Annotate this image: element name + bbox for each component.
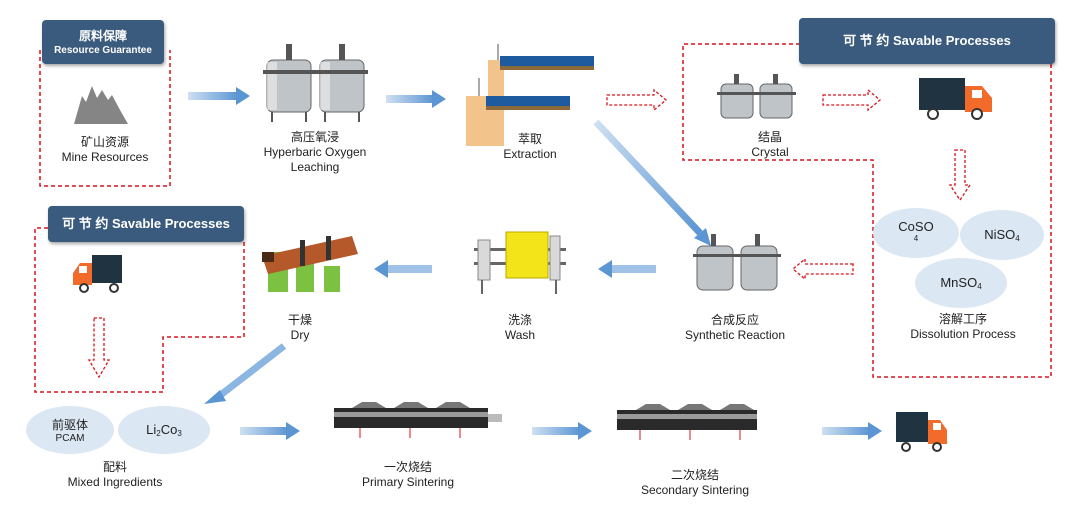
label-extraction: 萃取 Extraction [503,132,557,161]
flow-arrow-mixed-primary [240,422,300,440]
flow-arrow-synth-wash [598,260,656,278]
secondary-sintering-kiln-icon [617,404,757,440]
truck-icon-left [73,255,122,293]
truck-icon-bottom-right [896,412,947,452]
dashed-arrow-extract-crystal [606,88,668,112]
flow-arrow-dry-mixed [204,343,287,404]
leach-reactor-icon [263,44,368,122]
label-mine-resources: 矿山资源 Mine Resources [61,135,149,164]
label-wash: 洗涤 Wash [504,313,536,342]
flow-arrow-leach-extract [386,90,446,108]
dashed-arrow-truck-down-left [87,317,111,379]
label-secondary-sintering: 二次烧结 Secondary Sintering [640,468,750,497]
label-dissolution-process: 溶解工序 Dissolution Process [910,312,1016,341]
banner-raw-en: Resource Guarantee [54,45,152,56]
flow-arrow-secondary-truck [822,422,882,440]
ellipse-niso4: NiSO4 [960,210,1044,260]
label-mixed-ingredients: 配料 Mixed Ingredients [67,460,163,489]
flow-arrow-primary-secondary [532,422,592,440]
flow-arrow-extract-synth [593,119,711,246]
dashed-arrow-crystal-truck [822,88,882,112]
truck-icon-top-right [919,78,992,120]
banner-raw-zh: 原料保障 [78,29,127,43]
mine-mountain-icon [74,86,128,124]
flow-arrow-mine-leach [188,87,250,105]
ellipse-mnso4: MnSO4 [915,258,1007,308]
flow-arrow-wash-dry [374,260,432,278]
ellipse-coso4: CoSO 4 [873,208,959,258]
savable-left-dashed-border [34,227,245,393]
dashed-arrow-dissolve-synth [791,257,854,281]
label-dry: 干燥 Dry [287,313,312,342]
ellipse-li2co3: Li2Co3 [118,406,210,454]
primary-sintering-kiln-icon [334,402,502,438]
label-hyperbaric-leaching: 高压氧浸 Hyperbaric Oxygen Leaching [263,130,367,174]
label-crystal: 结晶 Crystal [751,130,789,159]
label-synthetic-reaction: 合成反应 Synthetic Reaction [684,313,786,342]
dashed-arrow-truck-dissolve [948,149,972,202]
savable-processes-banner-right: 可 节 约 Savable Processes [799,18,1055,64]
ellipse-pcam: 前驱体 PCAM [26,406,114,454]
crystal-reactor-icon [717,74,796,119]
synthetic-reactor-icon [693,234,781,291]
extraction-equipment-icon [466,44,594,146]
savable-processes-banner-left: 可 节 约 Savable Processes [48,206,244,242]
resource-guarantee-banner: 原料保障 Resource Guarantee [42,20,164,64]
dry-rotary-kiln-icon [262,236,358,292]
label-primary-sintering: 一次烧结 Primary Sintering [361,460,455,489]
wash-filter-press-icon [474,231,566,294]
savable-right-dashed-border [682,43,1055,378]
